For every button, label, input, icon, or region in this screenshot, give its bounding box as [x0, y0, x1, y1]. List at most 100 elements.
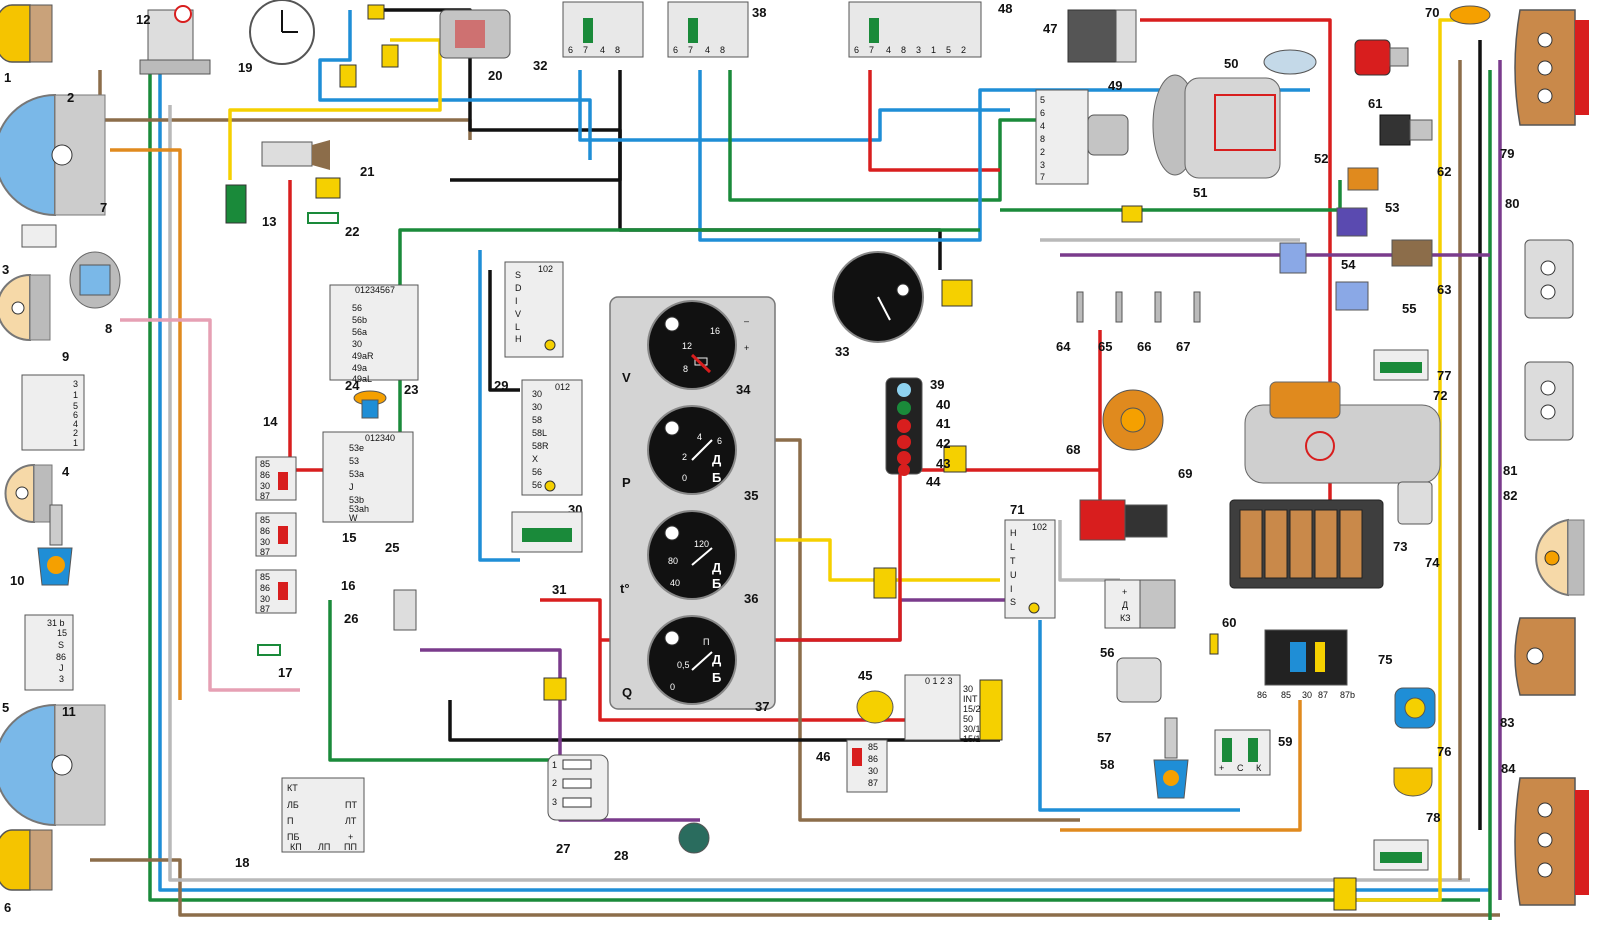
- connector-block: [381, 44, 399, 68]
- relay-38-pin: 4: [705, 45, 710, 55]
- comm-59-pin: +: [1219, 763, 1224, 773]
- sensor-54: 54: [1279, 242, 1356, 274]
- battery-cell: [1314, 509, 1338, 579]
- switch-25-pin: 53: [349, 456, 359, 466]
- wire-green-lower: [328, 600, 560, 762]
- battery-cell: [1239, 509, 1263, 579]
- relay-32-pin: 6: [568, 45, 573, 55]
- spark-plugs: 64 65 66 67: [1056, 291, 1201, 354]
- lamp-81: 81: [1503, 361, 1574, 478]
- box-9-pin: 1: [73, 390, 78, 400]
- switch-9: 9 3 1 5 6 4 2 1: [21, 349, 85, 451]
- switch-29-pin: I: [515, 296, 518, 306]
- motor-20: 20: [439, 9, 511, 83]
- ignition-45-pin: 15/1: [963, 734, 981, 744]
- distributor-68: 68: [1066, 389, 1164, 457]
- label-83: 83: [1500, 715, 1514, 730]
- label-3: 3: [2, 262, 9, 277]
- label-33: 33: [835, 344, 849, 359]
- ignition-45-pin: 15/2: [963, 704, 981, 714]
- switch-49-pin: 4: [1040, 121, 1045, 131]
- wire-yellow-top: [228, 38, 442, 180]
- commutator-59: + С К 59: [1214, 729, 1292, 776]
- wire-blue-top: [318, 10, 592, 160]
- switch-29-pin: D: [515, 283, 522, 293]
- switch-49-pin: 6: [1040, 108, 1045, 118]
- gauge-35-oil: 0 2 4 6 P Д Б 35: [622, 405, 758, 503]
- sensor-58: 58: [1100, 717, 1189, 799]
- comm-59-pin: К: [1256, 763, 1262, 773]
- connector-block: [367, 4, 385, 20]
- switch-23-pin: 49aL: [352, 374, 372, 384]
- relay-60-pin: 30: [1302, 690, 1312, 700]
- component-12: 12: [136, 5, 211, 75]
- relay-60-pin: 87: [1318, 690, 1328, 700]
- wire-brown-center: [760, 438, 1080, 822]
- box-9-pin: 5: [73, 401, 78, 411]
- switch-71-pin: S: [1010, 597, 1016, 607]
- relay-46-pin: 87: [868, 778, 878, 788]
- lamp-24: 24: [345, 378, 387, 419]
- switch-49-pin: 8: [1040, 134, 1045, 144]
- wire-brown-lower-trunk: [90, 858, 1500, 917]
- wire-blue-cross: [578, 70, 1010, 142]
- switch-71-pin: T: [1010, 556, 1016, 566]
- box-9-pin: 6: [73, 410, 78, 420]
- gauge-34-scale: 16: [710, 326, 720, 336]
- box-18-bottom: ЛП: [318, 842, 330, 852]
- sensor-52: 52: [1314, 151, 1379, 191]
- label-12: 12: [136, 12, 150, 27]
- gauge-34-mark: –: [744, 316, 749, 326]
- label-31: 31: [552, 582, 566, 597]
- component-21: 21: [261, 140, 374, 179]
- label-28: 28: [614, 848, 628, 863]
- label-1: 1: [4, 70, 11, 85]
- label-51: 51: [1193, 185, 1207, 200]
- label-17: 17: [278, 665, 292, 680]
- relay-pin: 87: [260, 547, 270, 557]
- relay-38-pin: 7: [688, 45, 693, 55]
- ignition-45-pin: 50: [963, 714, 973, 724]
- label-18: 18: [235, 855, 249, 870]
- label-13: 13: [262, 214, 276, 229]
- relay-pin: 87: [260, 491, 270, 501]
- relay-38-pin: 8: [720, 45, 725, 55]
- label-9: 9: [62, 349, 69, 364]
- label-42: 42: [936, 436, 950, 451]
- battery-cell: [1339, 509, 1363, 579]
- sensor-31: 31: [511, 511, 583, 597]
- gauge-37-scale: П: [703, 637, 709, 647]
- label-29: 29: [494, 378, 508, 393]
- switch-23-pin: 49a: [352, 363, 367, 373]
- switch-23-pin: 56b: [352, 315, 367, 325]
- gauge-35-letter: P: [622, 475, 631, 490]
- lamp-76: 76: [1393, 744, 1451, 797]
- sensor-53: 53: [1336, 200, 1399, 237]
- spark-plug-64: [1076, 291, 1084, 323]
- gauge-34-scale: 12: [682, 341, 692, 351]
- label-49: 49: [1108, 78, 1122, 93]
- box-11-pin: J: [59, 663, 64, 673]
- gauge-36-mark: Б: [712, 576, 721, 591]
- relay-pin: 85: [260, 572, 270, 582]
- switch-25-pin: W: [349, 513, 358, 523]
- label-55: 55: [1402, 301, 1416, 316]
- switch-23-pin: 56a: [352, 327, 367, 337]
- regulator-56: + Д КЗ 56: [1100, 579, 1176, 660]
- relay-46: 85 86 30 87 46: [816, 739, 888, 793]
- switch-25-pin: 53e: [349, 443, 364, 453]
- label-78: 78: [1426, 810, 1440, 825]
- switch-23-header: 01234567: [355, 285, 395, 295]
- relay-60-pin: 87b: [1340, 690, 1355, 700]
- ignition-switch-45: 0 1 2 3 30 INT 15/2 50 30/1 15/1 45: [856, 668, 981, 744]
- label-4: 4: [62, 464, 70, 479]
- box-18-right: ПТ: [345, 800, 357, 810]
- gauge-36-scale: 120: [694, 539, 709, 549]
- connector-blocks: [315, 4, 1357, 911]
- relay-48-pin: 6: [854, 45, 859, 55]
- gauge-35-scale: 0: [682, 473, 687, 483]
- warning-lamp-43: [897, 451, 911, 465]
- warning-lamp-44: [898, 464, 910, 476]
- label-25: 25: [385, 540, 399, 555]
- starter-72: 72: [1244, 381, 1447, 484]
